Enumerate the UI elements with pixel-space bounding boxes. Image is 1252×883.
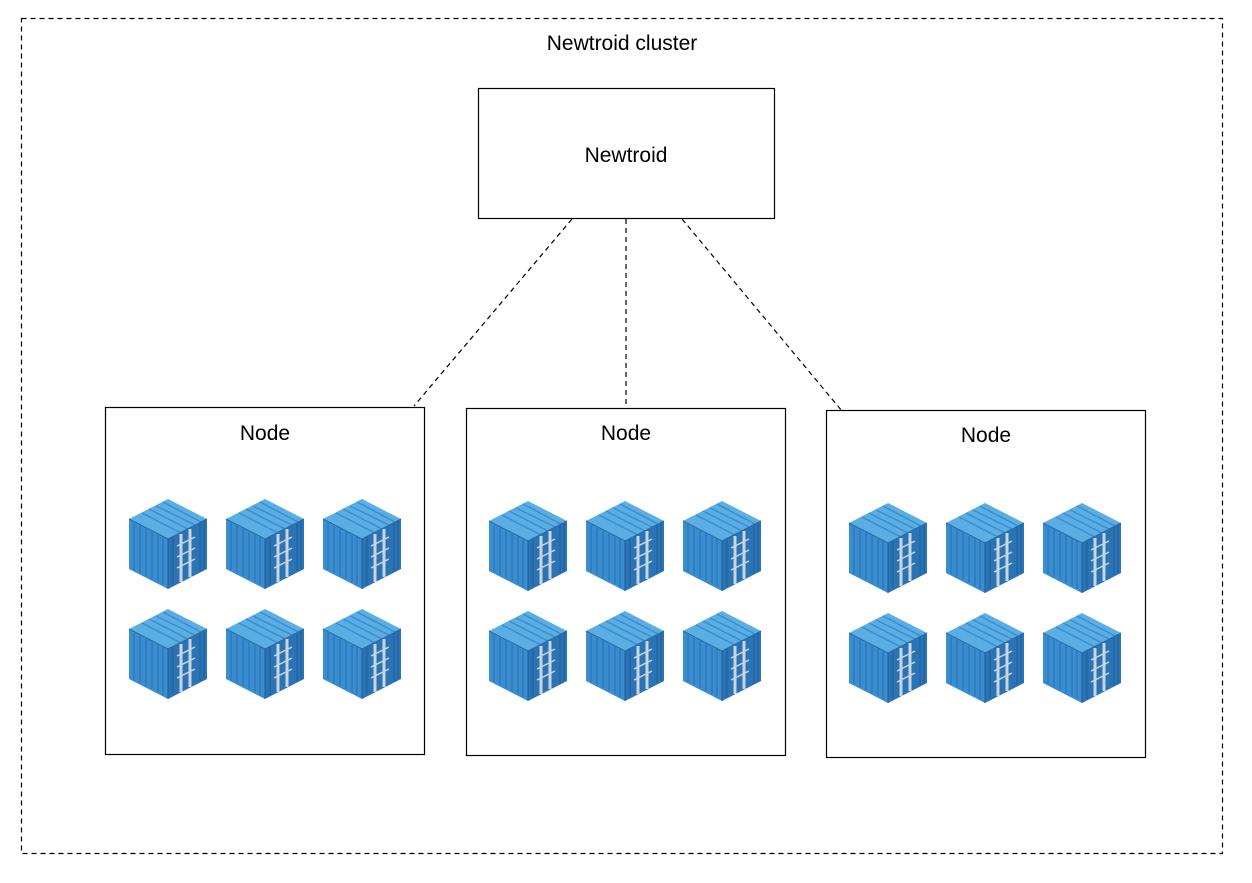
node-1: Node (104, 406, 426, 756)
node-label: Node (601, 422, 651, 445)
connector-to-node-3 (681, 218, 843, 412)
controller-box (477, 87, 776, 220)
node-label: Node (240, 422, 290, 445)
cluster-boundary (20, 17, 1224, 855)
controller-label: Newtroid (585, 144, 668, 167)
node-2: Node (465, 407, 787, 757)
cluster-title: Newtroid cluster (547, 32, 698, 55)
node-3: Node (825, 409, 1147, 759)
connector-to-node-1 (413, 218, 573, 407)
node-label: Node (961, 424, 1011, 447)
